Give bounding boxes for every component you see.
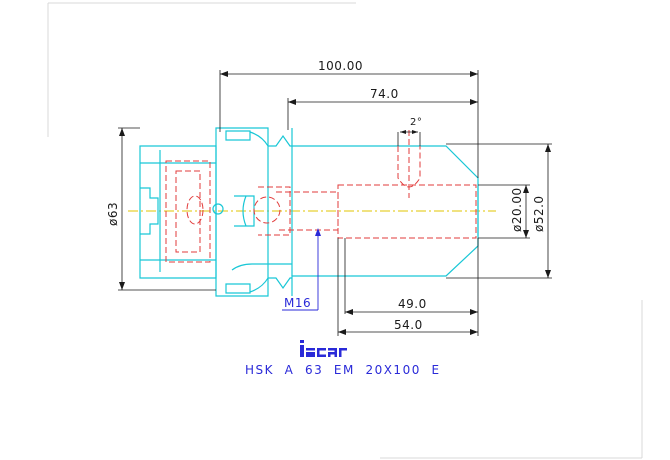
- dim-overall-length: 100.00: [318, 59, 363, 73]
- thread-leader-arrow: [315, 228, 321, 236]
- dim-body-length: 74.0: [370, 87, 399, 101]
- page-border: [47, 2, 643, 459]
- holder-outline: [139, 127, 479, 297]
- dim-bore-depth: 49.0: [398, 297, 427, 311]
- dim-flange-dia: ø63: [106, 202, 120, 226]
- dim-body-dia: ø52.0: [532, 195, 546, 232]
- dimension-arrows: [119, 71, 551, 335]
- dim-clamp-depth: 54.0: [394, 318, 423, 332]
- dim-bore-dia: ø20.00: [510, 187, 524, 232]
- thread-leader: [282, 230, 319, 311]
- dim-thread: M16: [284, 296, 311, 310]
- hidden-lines: [165, 130, 477, 263]
- tool-designation: HSK A 63 EM 20X100 E: [245, 363, 441, 377]
- brand-logo: [300, 340, 347, 357]
- dimension-lines: [118, 70, 552, 336]
- dim-taper-angle: 2°: [410, 117, 422, 128]
